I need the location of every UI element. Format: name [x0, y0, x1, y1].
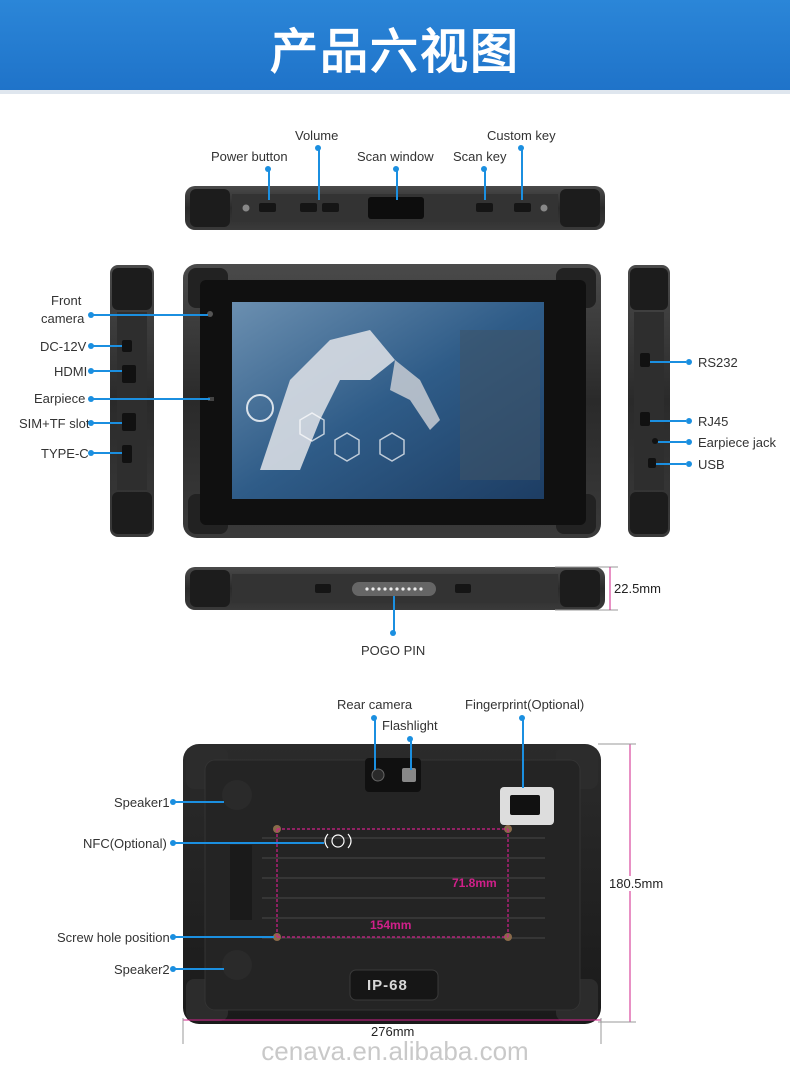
callout-earpiece — [92, 398, 210, 400]
dimension-screw-width: 154mm — [370, 918, 412, 932]
dimension-thickness: 22.5mm — [614, 581, 661, 596]
label-speaker1: Speaker1 — [114, 795, 170, 810]
callout-dot — [88, 312, 94, 318]
callout-usb — [656, 463, 686, 465]
dimension-height: 180.5mm — [607, 876, 666, 891]
callout-volume — [318, 149, 320, 200]
callout-dot — [170, 840, 176, 846]
label-rear-camera: Rear camera — [337, 697, 413, 712]
callout-hdmi — [92, 370, 122, 372]
callout-dot — [686, 439, 692, 445]
label-rs232: RS232 — [698, 355, 738, 370]
watermark: cenava.en.alibaba.com — [261, 1036, 529, 1066]
label-sim-tf: SIM+TF slot — [19, 416, 90, 431]
label-custom-key: Custom key — [487, 128, 556, 143]
callout-dot — [481, 166, 487, 172]
label-earpiece: Earpiece — [34, 391, 86, 406]
callout-speaker1 — [174, 801, 224, 803]
callout-front-camera — [92, 314, 208, 316]
label-front-camera-1: Front — [51, 293, 82, 308]
label-power-button: Power button — [211, 149, 288, 164]
label-front-camera-2: camera — [41, 311, 85, 326]
callout-dot — [519, 715, 525, 721]
label-pogo-pin: POGO PIN — [361, 643, 426, 658]
label-flashlight: Flashlight — [382, 718, 438, 733]
label-scan-key: Scan key — [453, 149, 507, 164]
label-volume: Volume — [295, 128, 339, 143]
right-side-device — [628, 265, 670, 537]
callout-dot — [390, 630, 396, 636]
callout-dot — [170, 799, 176, 805]
callout-dot — [170, 966, 176, 972]
label-usb: USB — [698, 457, 725, 472]
page-title: 产品六视图 — [269, 24, 520, 80]
label-nfc: NFC(Optional) — [83, 836, 167, 851]
left-side-device — [110, 265, 154, 537]
back-view-device — [183, 744, 601, 1024]
bottom-view-device — [185, 567, 605, 610]
callout-dot — [518, 145, 524, 151]
callout-dot — [88, 420, 94, 426]
callout-speaker2 — [174, 968, 224, 970]
callout-dot — [686, 418, 692, 424]
header-banner: 产品六视图 — [0, 0, 790, 90]
callout-dot — [686, 461, 692, 467]
callout-flashlight — [410, 739, 412, 770]
label-scan-window: Scan window — [357, 149, 434, 164]
callout-type-c — [92, 452, 122, 454]
callout-rear-camera — [374, 718, 376, 770]
callout-nfc — [174, 842, 324, 844]
callout-custom-key — [521, 149, 523, 200]
callout-power-button — [268, 170, 270, 200]
callout-dot — [393, 166, 399, 172]
callout-pogo-pin — [393, 596, 395, 632]
callout-dc — [92, 345, 122, 347]
callout-dot — [265, 166, 271, 172]
label-dc-12v: DC-12V — [40, 339, 87, 354]
callout-scan-key — [484, 170, 486, 200]
callout-rj45 — [650, 420, 686, 422]
label-speaker2: Speaker2 — [114, 962, 170, 977]
callout-earpiece-jack — [658, 441, 686, 443]
callout-rs232 — [650, 361, 686, 363]
callout-dot — [88, 450, 94, 456]
label-type-c: TYPE-C — [41, 446, 89, 461]
dimension-screw-height: 71.8mm — [452, 876, 497, 890]
callout-scan-window — [396, 170, 398, 200]
label-rj45: RJ45 — [698, 414, 729, 429]
label-hdmi: HDMI — [54, 364, 88, 379]
callout-dot — [371, 715, 377, 721]
callout-fingerprint — [522, 718, 524, 788]
callout-sim — [92, 422, 122, 424]
callout-dot — [88, 343, 94, 349]
callout-dot — [88, 368, 94, 374]
callout-dot — [315, 145, 321, 151]
top-view-device — [185, 186, 605, 230]
callout-dot — [407, 736, 413, 742]
callout-dot — [170, 934, 176, 940]
front-view-device — [183, 264, 601, 538]
label-earpiece-jack: Earpiece jack — [698, 435, 777, 450]
dimension-width: 276mm — [368, 1024, 418, 1039]
label-fingerprint: Fingerprint(Optional) — [465, 697, 585, 712]
callout-dot — [88, 396, 94, 402]
ip-rating-badge: IP-68 — [367, 977, 408, 994]
callout-screw — [174, 936, 274, 938]
label-screw-hole: Screw hole position — [57, 930, 170, 945]
header-divider — [0, 90, 790, 94]
callout-dot — [686, 359, 692, 365]
